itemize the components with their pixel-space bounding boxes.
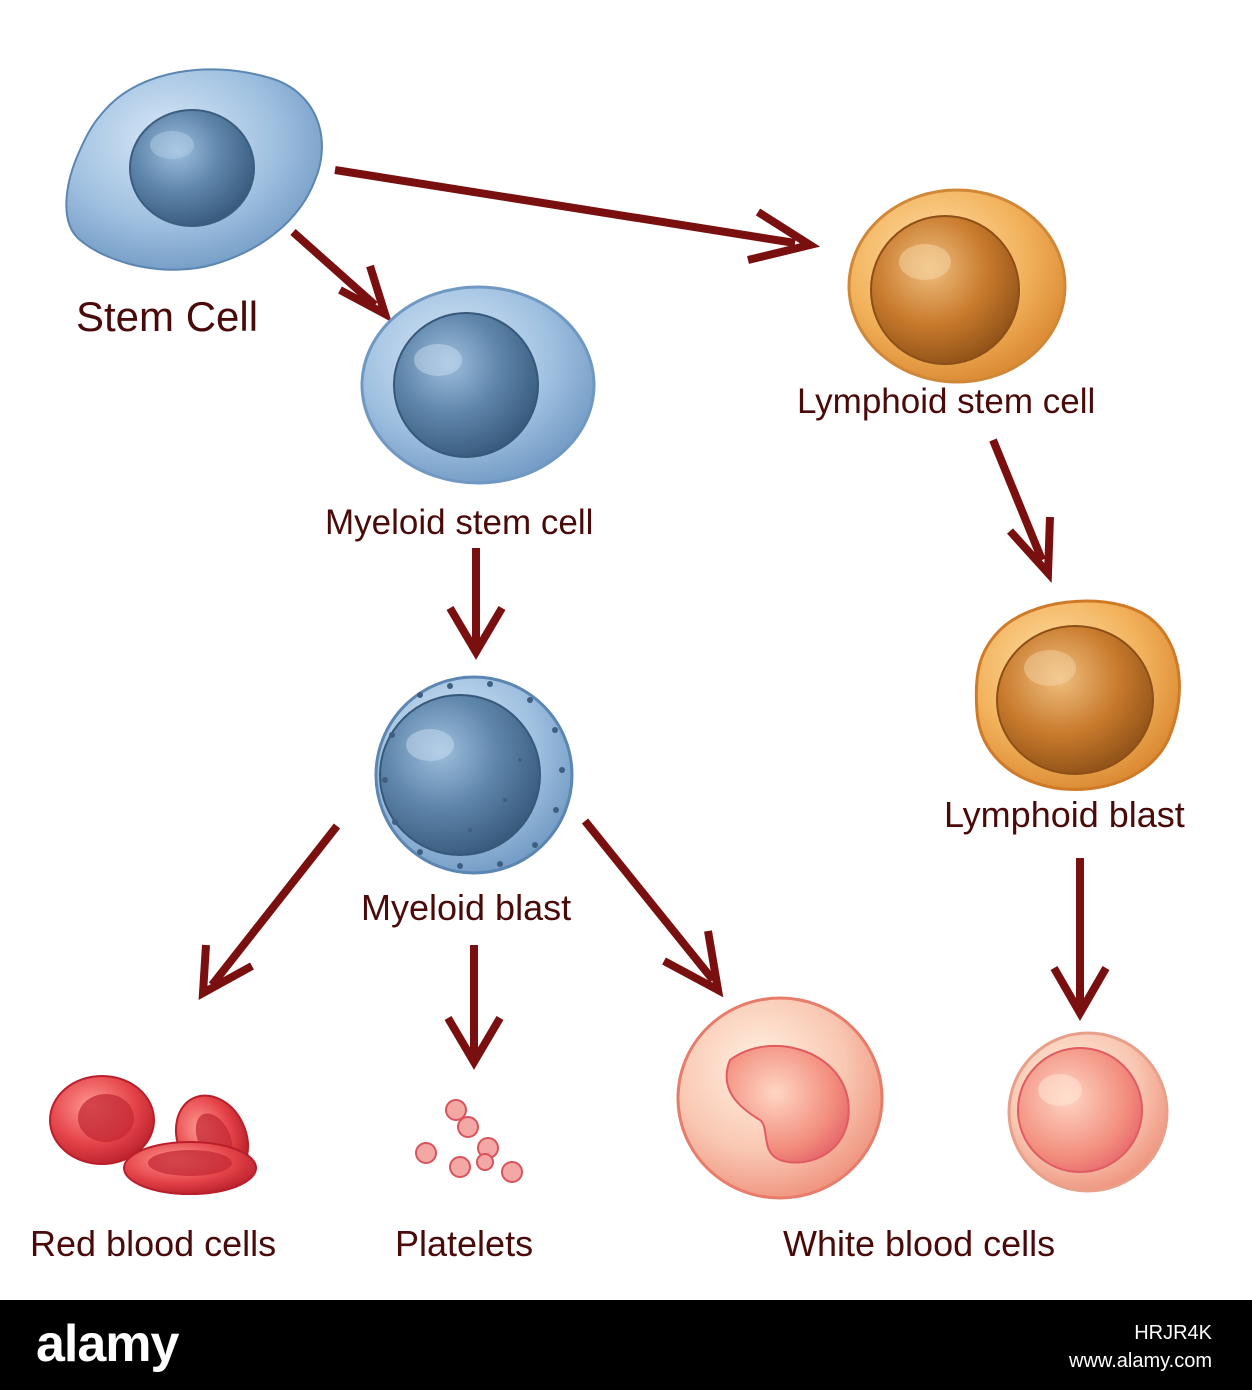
image-id: HRJR4K — [1134, 1322, 1212, 1344]
arrow-myeloid-blast-to-wbc — [581, 818, 724, 998]
label-lymphoid-blast: Lymphoid blast — [944, 794, 1185, 835]
label-lymphoid-stem-cell: Lymphoid stem cell — [797, 382, 1096, 421]
watermark-url: www.alamy.com — [1069, 1350, 1212, 1372]
arrow-stem-to-lymphoid — [334, 166, 821, 264]
arrow-lymphoid-blast-to-wbc — [1050, 858, 1110, 1021]
rbc-1 — [49, 1075, 155, 1165]
label-myeloid-blast: Myeloid blast — [361, 887, 572, 928]
rbc-3 — [123, 1141, 257, 1195]
alamy-logo: alamy — [36, 1315, 179, 1373]
label-white-blood-cells: White blood cells — [783, 1223, 1056, 1264]
label-stem-cell: Stem Cell — [76, 293, 259, 340]
myeloid-blast-illustration — [374, 675, 574, 875]
white-blood-cell-large-illustration — [676, 996, 884, 1200]
lymphoid-stem-cell-illustration — [847, 188, 1067, 384]
arrow-lymphoid-to-lymphoid-blast — [989, 438, 1054, 583]
arrow-myeloid-blast-to-red — [198, 823, 341, 1001]
platelets-illustration — [415, 1099, 523, 1183]
watermark-footer: alamy HRJR4K www.alamy.com — [0, 1300, 1252, 1390]
label-myeloid-stem-cell: Myeloid stem cell — [325, 503, 594, 542]
hematopoiesis-diagram: Stem Cell Lymphoid stem cell Myeloid ste… — [30, 68, 1185, 1264]
red-blood-cells-illustration — [49, 1075, 257, 1195]
arrow-stem-to-myeloid — [290, 229, 392, 323]
lymphoid-blast-illustration — [974, 599, 1181, 792]
arrows — [198, 166, 1110, 1070]
arrow-myeloid-to-myeloid-blast — [446, 548, 506, 660]
stem-cell-illustration — [65, 68, 323, 271]
arrow-myeloid-blast-to-platelets — [444, 945, 504, 1070]
myeloid-stem-cell-illustration — [360, 285, 596, 485]
label-red-blood-cells: Red blood cells — [30, 1223, 277, 1264]
white-blood-cell-small-illustration — [1007, 1031, 1169, 1193]
label-platelets: Platelets — [395, 1223, 534, 1264]
diagram-canvas — [49, 68, 1181, 1200]
